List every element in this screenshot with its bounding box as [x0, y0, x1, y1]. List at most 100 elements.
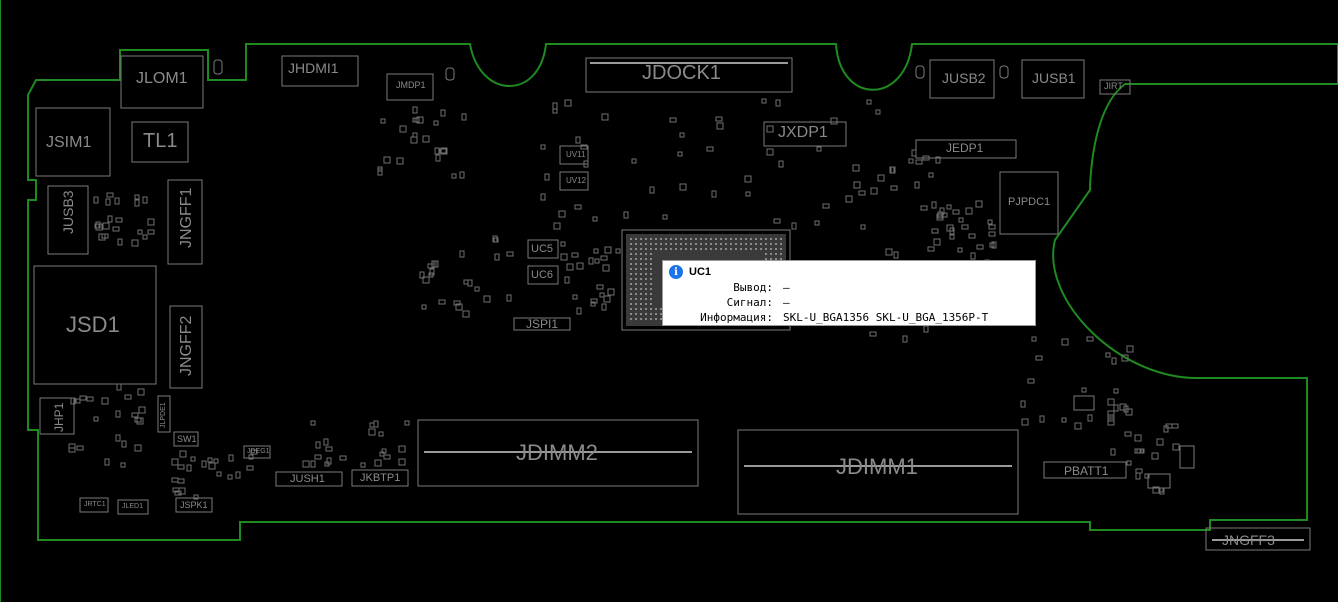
- bga-ball: [640, 258, 642, 260]
- passive-pad: [121, 440, 127, 448]
- passive-pad: [315, 441, 321, 449]
- bga-ball: [750, 243, 752, 245]
- label-JDOCK1: JDOCK1: [642, 62, 721, 84]
- bga-ball: [640, 268, 642, 270]
- bga-ball: [630, 258, 632, 260]
- passive-pad: [136, 417, 144, 425]
- tooltip-value: —: [783, 296, 790, 309]
- passive-pad: [190, 456, 196, 462]
- bga-ball: [660, 308, 662, 310]
- bga-ball: [675, 243, 677, 245]
- bga-ball: [745, 248, 747, 250]
- mounting-slot: [915, 65, 925, 79]
- label-JLOM1: JLOM1: [136, 70, 188, 87]
- passive-pad: [79, 395, 87, 401]
- passive-pad: [422, 135, 430, 143]
- passive-pad: [860, 224, 866, 230]
- bga-ball: [640, 253, 642, 255]
- bga-ball: [715, 238, 717, 240]
- passive-pad: [410, 136, 418, 144]
- bga-ball: [745, 238, 747, 240]
- component-JNGFF2-body: [169, 305, 203, 389]
- passive-pad: [975, 200, 983, 208]
- bga-ball: [640, 288, 642, 290]
- passive-pad: [102, 222, 110, 230]
- passive-pad: [201, 460, 207, 468]
- bga-ball: [645, 253, 647, 255]
- passive-pad: [588, 257, 594, 265]
- passive-pad: [976, 244, 984, 250]
- passive-pad: [961, 224, 969, 230]
- tooltip-key: Вывод:: [733, 281, 773, 294]
- passive-pad: [506, 294, 512, 302]
- passive-pad: [869, 331, 877, 337]
- passive-pad: [114, 197, 120, 205]
- passive-pad: [451, 173, 457, 179]
- component-JEDP1-body: [915, 139, 1017, 159]
- passive-pad: [902, 335, 908, 343]
- passive-pad: [600, 255, 608, 261]
- bga-ball: [635, 248, 637, 250]
- label-JKBTP1: JKBTP1: [360, 472, 401, 484]
- passive-pad: [227, 474, 233, 480]
- passive-pad: [744, 175, 752, 183]
- bga-ball: [655, 308, 657, 310]
- component-PJPDC1-body: [999, 171, 1059, 235]
- passive-pad: [93, 416, 99, 422]
- component-JNGFF3-body: [1205, 527, 1311, 551]
- passive-pad: [379, 451, 385, 457]
- passive-pad: [208, 462, 216, 470]
- passive-pad: [428, 272, 434, 278]
- passive-pad: [235, 471, 241, 479]
- passive-pad: [398, 458, 406, 466]
- passive-pad: [459, 250, 465, 258]
- passive-pad: [965, 207, 973, 215]
- bga-ball: [645, 293, 647, 295]
- passive-pad: [852, 164, 860, 172]
- passive-pad: [493, 237, 499, 243]
- bga-ball: [720, 243, 722, 245]
- bga-ball: [645, 318, 647, 320]
- passive-pad: [649, 186, 655, 194]
- passive-pad: [552, 102, 558, 110]
- bga-ball: [640, 303, 642, 305]
- component-JSD1-body: [33, 265, 157, 385]
- bga-ball: [650, 313, 652, 315]
- bga-ball: [690, 238, 692, 240]
- bga-ball: [695, 238, 697, 240]
- component-JSIM1-body: [35, 107, 111, 177]
- passive-pad: [662, 214, 668, 220]
- mounting-slot: [445, 67, 455, 81]
- passive-pad: [101, 397, 109, 405]
- bga-ball: [630, 248, 632, 250]
- passive-pad: [378, 431, 384, 437]
- label-JDEG1: JDEG1: [247, 448, 270, 455]
- passive-pad: [134, 444, 142, 452]
- bga-ball: [720, 238, 722, 240]
- bga-ball: [685, 243, 687, 245]
- passive-pad: [131, 239, 139, 247]
- bga-ball: [645, 313, 647, 315]
- label-JSIM1: JSIM1: [46, 134, 92, 151]
- passive-pad: [1121, 354, 1129, 362]
- passive-pad: [463, 279, 469, 285]
- passive-pad: [1126, 460, 1132, 466]
- bga-ball: [645, 303, 647, 305]
- passive-pad: [398, 445, 406, 453]
- passive-pad: [368, 428, 376, 436]
- passive-pad: [1151, 452, 1159, 460]
- bga-ball: [660, 313, 662, 315]
- label-JUSB1: JUSB1: [1032, 70, 1076, 86]
- bga-ball: [640, 293, 642, 295]
- bga-ball: [755, 238, 757, 240]
- bga-ball: [630, 253, 632, 255]
- bga-ball: [670, 243, 672, 245]
- bga-ball: [635, 318, 637, 320]
- passive-pad: [104, 458, 110, 466]
- passive-pad: [1158, 487, 1164, 493]
- bga-ball: [635, 263, 637, 265]
- passive-pad: [193, 494, 199, 500]
- passive-pad: [560, 241, 566, 247]
- passive-pad: [178, 487, 186, 495]
- bga-ball: [710, 248, 712, 250]
